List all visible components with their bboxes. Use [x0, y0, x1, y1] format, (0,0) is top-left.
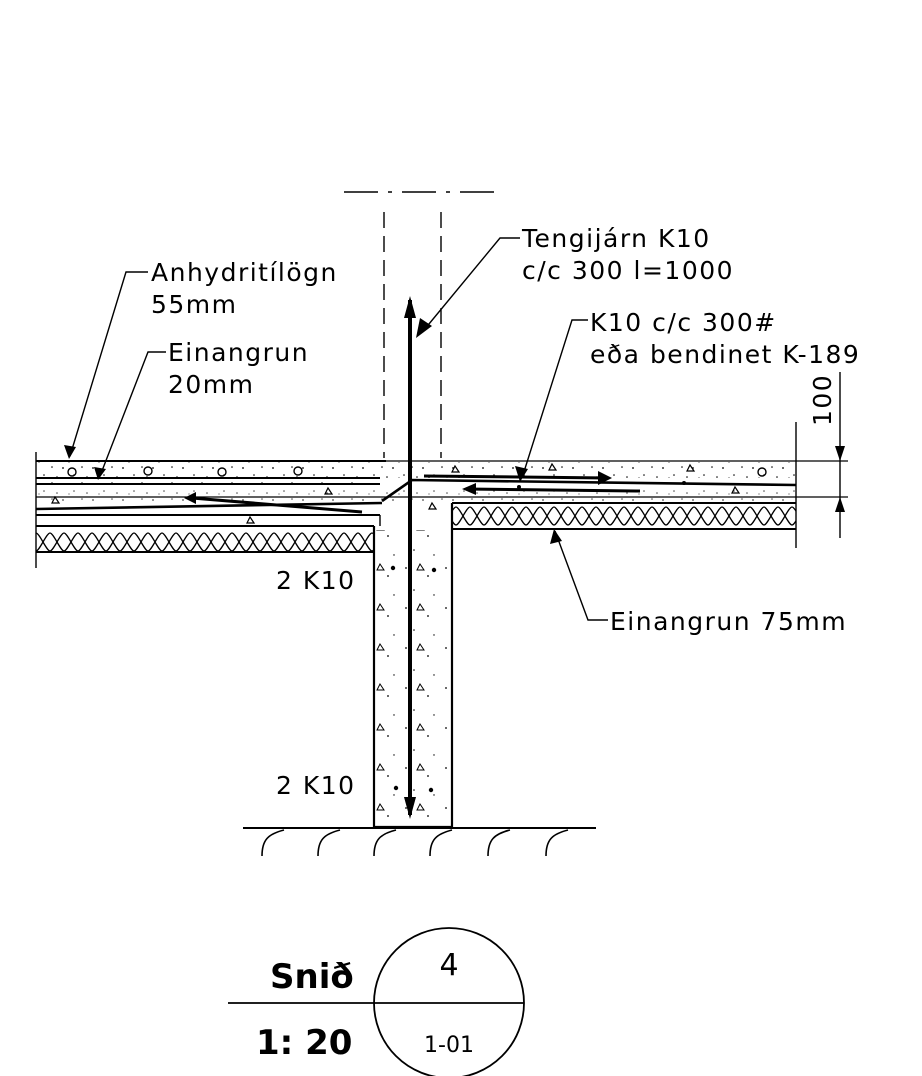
- label-tengijarn-line2: c/c 300 l=1000: [522, 256, 734, 285]
- section-title: Snið: [270, 957, 354, 997]
- insulation-left: [36, 525, 374, 553]
- dimension-text: 100: [808, 374, 837, 426]
- label-k10-line1: K10 c/c 300#: [590, 308, 777, 337]
- screed-layer: [36, 460, 796, 485]
- label-einangrun75: Einangrun 75mm: [610, 607, 847, 636]
- reinforcement: [35, 296, 797, 819]
- wall-above-dashed: [344, 191, 494, 458]
- label-bars-top: 2 K10: [276, 566, 356, 595]
- labels: Anhydritílögn 55mm Einangrun 20mm Tengij…: [151, 224, 860, 800]
- section-title-block: Snið 1: 20 4 1-01: [228, 927, 525, 1076]
- leader-lines: [64, 237, 608, 621]
- insulation-right: [452, 502, 796, 530]
- concrete-wall: [372, 503, 454, 829]
- label-einangrun20-line2: 20mm: [168, 370, 255, 399]
- label-bars-bottom: 2 K10: [276, 771, 356, 800]
- section-scale: 1: 20: [256, 1023, 352, 1063]
- label-anhydrit-line2: 55mm: [151, 290, 238, 319]
- label-einangrun20-line1: Einangrun: [168, 338, 309, 367]
- ground-line: [243, 827, 596, 857]
- label-anhydrit-line1: Anhydritílögn: [151, 258, 338, 287]
- sheet-number: 1-01: [424, 1033, 474, 1058]
- label-k10-line2: eða bendinet K-189: [590, 340, 860, 369]
- label-tengijarn-line1: Tengijárn K10: [521, 224, 711, 253]
- dimension-100: 100: [796, 372, 848, 538]
- section-number: 4: [439, 948, 458, 983]
